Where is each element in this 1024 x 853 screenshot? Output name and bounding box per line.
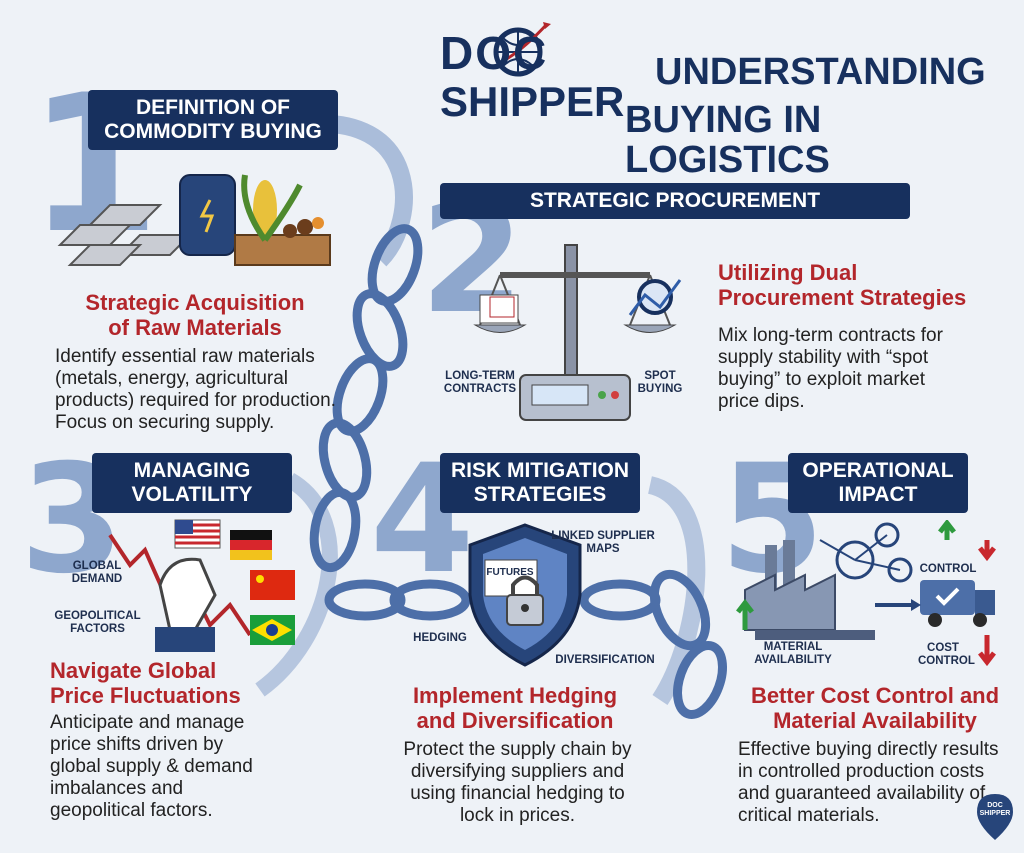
- label-cost-control: COST CONTROL: [918, 642, 975, 667]
- label-material-availability: MATERIAL AVAILABILITY: [754, 641, 832, 666]
- map-pin-icon: [977, 794, 1013, 840]
- balance-scale-icon: [473, 244, 682, 421]
- section-1-body: Identify essential raw materials (metals…: [55, 346, 336, 433]
- section-5-heading: Better Cost Control and Material Availab…: [750, 683, 1000, 733]
- shield-lock-icon: [468, 523, 582, 667]
- section-1-heading: Strategic Acquisition of Raw Materials: [85, 290, 305, 340]
- section-1-banner: DEFINITION OF COMMODITY BUYING: [88, 90, 338, 150]
- label-spot-buying: SPOT BUYING: [637, 370, 683, 395]
- section-4-banner: RISK MITIGATION STRATEGIES: [440, 453, 640, 513]
- section-2-banner: STRATEGIC PROCUREMENT: [440, 183, 910, 219]
- watermark-logo: DOC SHIPPER: [979, 802, 1011, 817]
- section-3-body: Anticipate and manage price shifts drive…: [50, 712, 253, 821]
- section-4-body: Protect the supply chain by diversifying…: [403, 739, 632, 826]
- volatility-icon: [108, 519, 295, 652]
- section-2-heading: Utilizing Dual Procurement Strategies: [718, 260, 967, 310]
- label-hedging: HEDGING: [413, 632, 467, 644]
- logo-line2: SHIPPER: [440, 78, 625, 125]
- label-diversification: DIVERSIFICATION: [555, 654, 655, 666]
- globe-plane-icon: [493, 22, 551, 77]
- section-2-body: Mix long-term contracts for supply stabi…: [718, 325, 943, 412]
- raw-materials-icon: [57, 174, 331, 266]
- section-3-banner: MANAGING VOLATILITY: [92, 453, 292, 513]
- label-global-demand: GLOBAL DEMAND: [71, 560, 123, 585]
- section-5-banner: OPERATIONAL IMPACT: [788, 453, 968, 513]
- factory-network-icon: [736, 520, 996, 667]
- logo-line1: DOC: [440, 27, 549, 79]
- section-5-body: Effective buying directly results in con…: [738, 739, 999, 826]
- label-futures: FUTURES: [486, 567, 534, 578]
- section-4-heading: Implement Hedging and Diversification: [412, 683, 618, 733]
- page-title-line2: BUYING IN LOGISTICS: [625, 99, 830, 181]
- label-geopolitical-factors: GEOPOLITICAL FACTORS: [54, 610, 141, 635]
- label-control: CONTROL: [919, 563, 977, 575]
- section-3-heading: Navigate Global Price Fluctuations: [50, 658, 241, 708]
- label-long-term-contracts: LONG-TERM CONTRACTS: [443, 370, 517, 395]
- page-title-line1: UNDERSTANDING: [655, 51, 986, 93]
- label-linked-supplier-maps: LINKED SUPPLIER MAPS: [551, 530, 655, 555]
